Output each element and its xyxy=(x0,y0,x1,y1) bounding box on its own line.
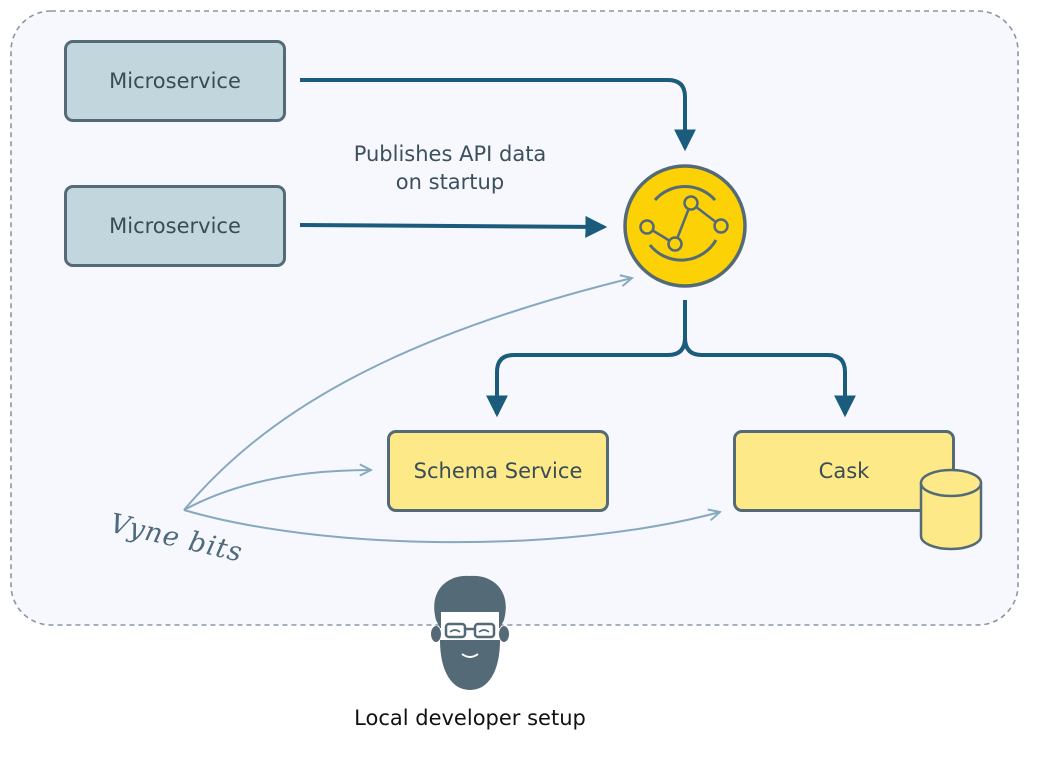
vyne-bits-arrow-to-hub xyxy=(183,278,632,511)
microservice-node-2-label: Microservice xyxy=(109,214,241,238)
vyne-bits-arrow-to-schema-service xyxy=(183,470,371,511)
diagram-caption: Local developer setup xyxy=(354,706,586,730)
microservice-node-2: Microservice xyxy=(64,185,286,267)
arrow-hub-to-cask xyxy=(683,300,856,418)
developer-avatar-icon xyxy=(431,575,509,690)
schema-service-node: Schema Service xyxy=(387,430,609,512)
arrow-microservice2-to-hub xyxy=(299,215,608,238)
arrow-microservice1-to-hub xyxy=(300,78,696,152)
microservice-node-1: Microservice xyxy=(64,40,286,122)
schema-service-label: Schema Service xyxy=(413,459,583,483)
vyne-hub-icon xyxy=(623,164,747,288)
publishes-annotation: Publishes API data on startup xyxy=(320,140,580,196)
publishes-annotation-line2: on startup xyxy=(395,170,505,194)
cask-node: Cask xyxy=(733,430,955,512)
microservice-node-1-label: Microservice xyxy=(109,69,241,93)
publishes-annotation-line1: Publishes API data xyxy=(353,142,547,166)
database-cylinder-icon xyxy=(919,468,983,551)
vyne-bits-arrow-to-cask xyxy=(183,510,720,544)
cask-label: Cask xyxy=(818,459,870,483)
